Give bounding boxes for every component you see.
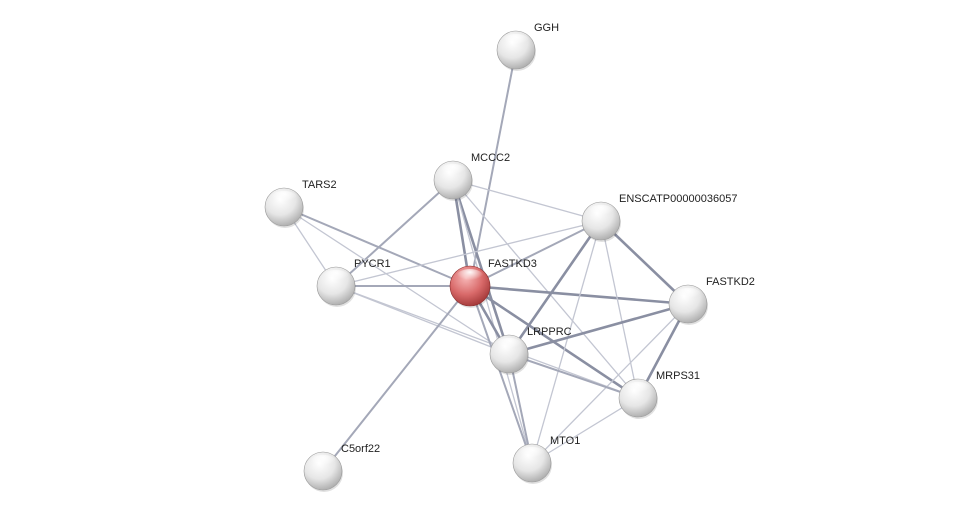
node-label-mrps31: MRPS31	[656, 370, 700, 382]
edge-fastkd2-lrpprc	[507, 302, 690, 356]
node-highlight	[456, 269, 484, 285]
edge-fastkd3-enscatp	[469, 220, 602, 287]
edge-fastkd3-fastkd2	[468, 284, 690, 306]
edge-fastkd3-mto1	[469, 285, 533, 464]
node-ggh[interactable]: GGH	[496, 22, 559, 71]
edge-lrpprc-mrps31	[508, 353, 639, 399]
edges-layer	[283, 49, 690, 472]
node-highlight	[270, 190, 298, 207]
edge-enscatp-lrpprc	[507, 219, 603, 356]
node-highlight	[309, 454, 337, 471]
node-label-fastkd3: FASTKD3	[488, 258, 537, 270]
edge-pycr1-enscatp	[335, 220, 602, 287]
edge-tars2-lrpprc	[283, 206, 510, 355]
edge-enscatp-mrps31	[600, 220, 639, 399]
node-label-tars2: TARS2	[302, 179, 337, 191]
node-enscatp[interactable]: ENSCATP00000036057	[581, 193, 737, 242]
node-mccc2[interactable]: MCCC2	[433, 152, 510, 201]
node-label-fastkd2: FASTKD2	[706, 276, 755, 288]
node-c5orf22[interactable]: C5orf22	[303, 443, 380, 492]
node-label-lrpprc: LRPPRC	[527, 326, 572, 338]
edge-mccc2-pycr1	[335, 179, 454, 287]
node-highlight	[624, 381, 652, 398]
node-label-mccc2: MCCC2	[471, 152, 510, 164]
node-highlight	[587, 204, 615, 221]
edge-ggh-fastkd3	[469, 49, 517, 287]
node-mto1[interactable]: MTO1	[512, 435, 580, 484]
edge-fastkd3-c5orf22	[322, 285, 471, 472]
edge-enscatp-fastkd2	[599, 219, 690, 306]
edge-fastkd2-mto1	[531, 303, 689, 464]
edge-enscatp-mto1	[531, 220, 602, 464]
node-mrps31[interactable]: MRPS31	[618, 370, 700, 419]
node-label-enscatp: ENSCATP00000036057	[619, 193, 737, 205]
edge-mccc2-mto1	[452, 179, 533, 464]
node-highlight	[322, 269, 350, 286]
edge-mccc2-enscatp	[452, 179, 602, 222]
edge-mrps31-mto1	[531, 397, 639, 464]
edge-mccc2-mrps31	[452, 179, 639, 399]
node-label-mto1: MTO1	[550, 435, 580, 447]
node-highlight	[502, 33, 530, 50]
node-highlight	[439, 163, 467, 180]
node-fastkd2[interactable]: FASTKD2	[668, 276, 755, 325]
node-pycr1[interactable]: PYCR1	[316, 258, 391, 307]
node-fastkd3[interactable]: FASTKD3	[449, 258, 537, 308]
node-highlight	[495, 337, 523, 354]
edge-tars2-fastkd3	[283, 206, 471, 287]
node-label-c5orf22: C5orf22	[341, 443, 380, 455]
node-lrpprc[interactable]: LRPPRC	[489, 326, 572, 375]
node-tars2[interactable]: TARS2	[264, 179, 337, 228]
node-label-ggh: GGH	[534, 22, 559, 34]
node-highlight	[518, 446, 546, 463]
node-highlight	[674, 287, 702, 304]
edge-mccc2-lrpprc	[451, 178, 511, 356]
edge-pycr1-mrps31	[335, 285, 639, 399]
node-label-pycr1: PYCR1	[354, 258, 391, 270]
